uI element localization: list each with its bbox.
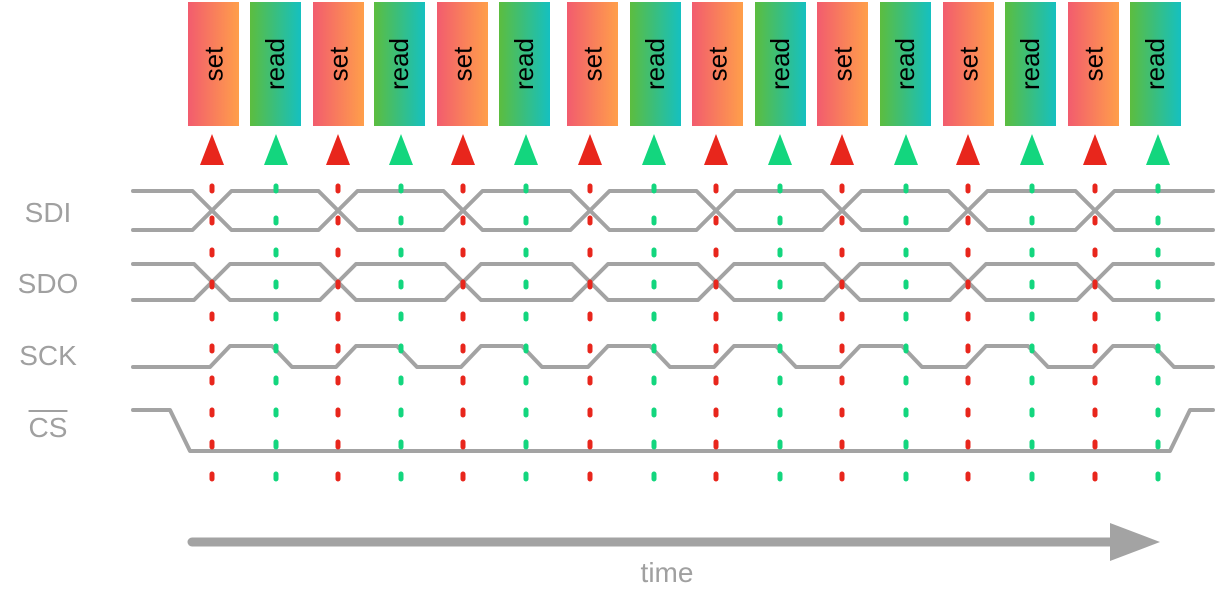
set-arrow-icon [704,134,728,165]
sdi-waveform-line-a [131,189,1215,232]
time-axis-label: time [640,557,694,588]
signal-label-sck: SCK [19,340,77,371]
read-arrow-icon [1146,134,1170,165]
set-box: set [943,2,994,126]
signal-label-sdi: SDI [24,197,72,228]
set-box: set [567,2,618,126]
time-arrow-icon [1110,523,1160,561]
signal-waveforms [131,189,1215,453]
sdi-waveform-line-b [131,189,1215,232]
set-arrow-icon [578,134,602,165]
set-box: set [817,2,868,126]
set-box: set [1068,2,1119,126]
sck-waveform [131,344,1215,369]
set-arrow-icon [326,134,350,165]
set-box: set [188,2,239,126]
cs-waveform [131,408,1215,453]
set-arrow-icon [200,134,224,165]
set-arrow-icon [830,134,854,165]
trigger-arrows [200,134,1170,165]
signal-label-sdo: SDO [17,268,79,299]
time-axis [187,523,1160,561]
read-arrow-icon [264,134,288,165]
read-arrow-icon [768,134,792,165]
read-box: read [499,2,550,126]
read-box: read [1130,2,1181,126]
set-box: set [692,2,743,126]
sdo-waveform-line-a [131,262,1215,302]
set-box: set [437,2,488,126]
signal-label-cs: CS [28,412,68,443]
read-box: read [374,2,425,126]
read-box: read [880,2,931,126]
read-arrow-icon [514,134,538,165]
read-arrow-icon [1020,134,1044,165]
read-arrow-icon [642,134,666,165]
read-box: read [755,2,806,126]
read-arrow-icon [894,134,918,165]
read-box: read [630,2,681,126]
set-arrow-icon [1083,134,1107,165]
read-box: read [250,2,301,126]
read-box: read [1005,2,1056,126]
set-arrow-icon [956,134,980,165]
sdo-waveform-line-b [131,262,1215,302]
set-box: set [313,2,364,126]
read-arrow-icon [389,134,413,165]
set-arrow-icon [451,134,475,165]
